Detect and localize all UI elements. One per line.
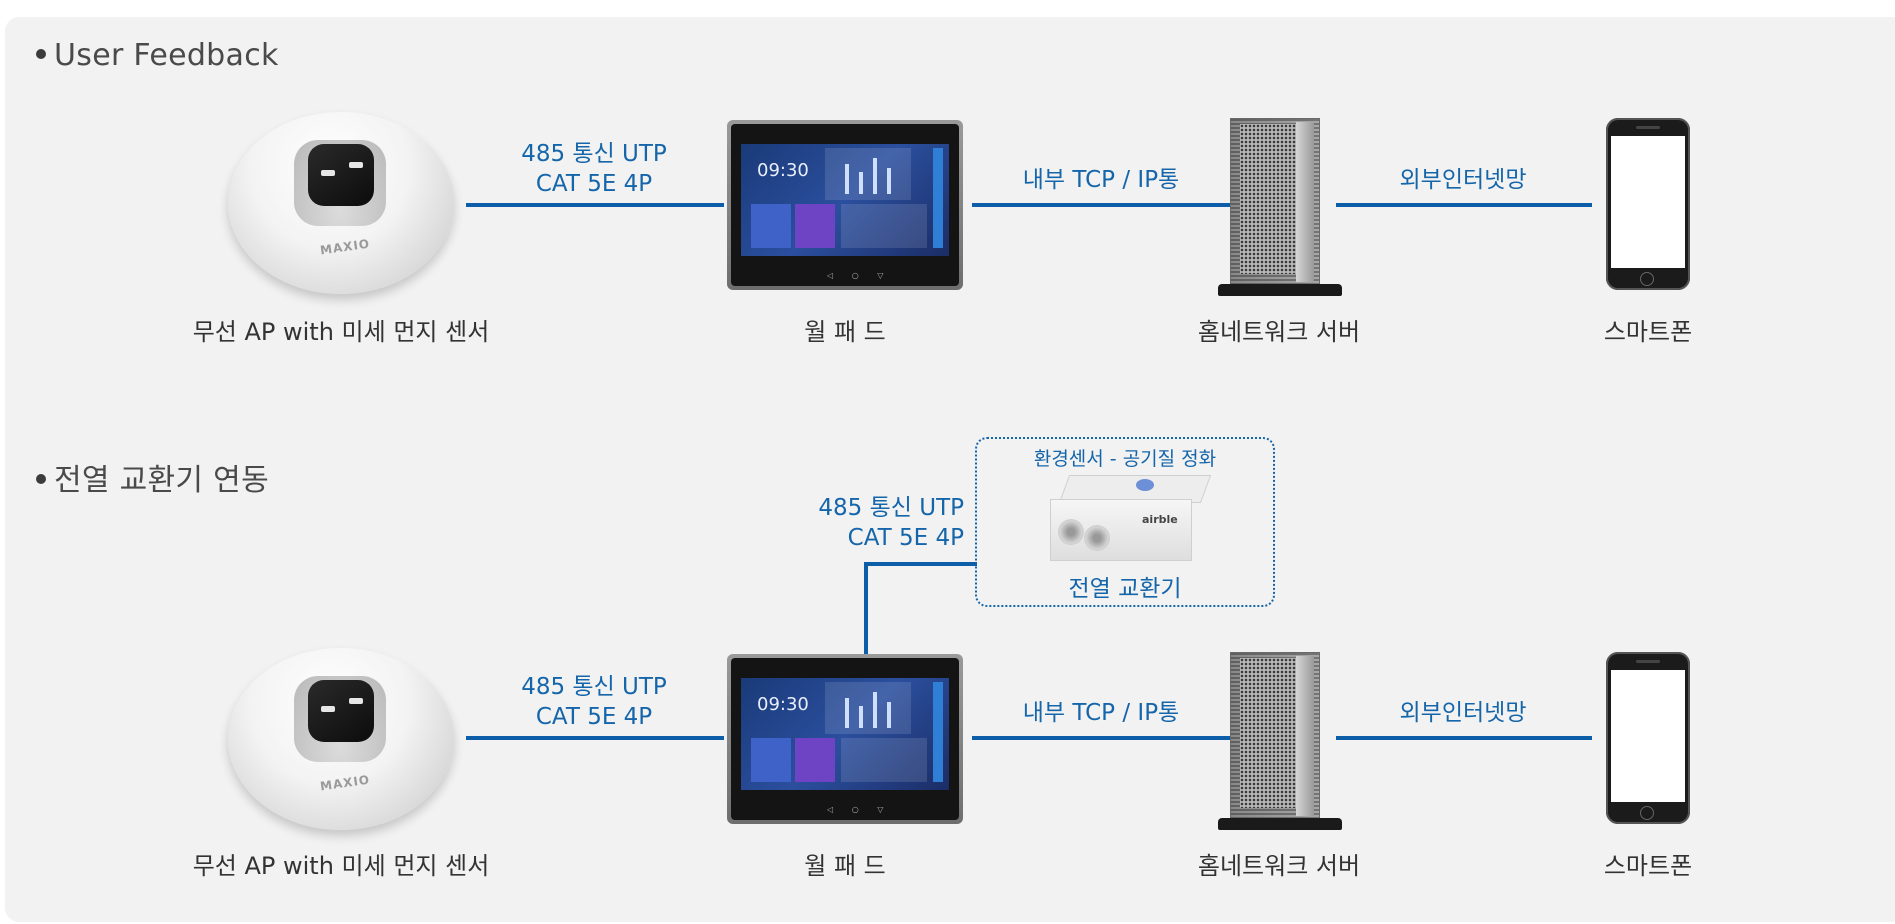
link-label-wallpad-server: 내부 TCP / IP통 — [1022, 700, 1180, 726]
bullet-icon — [36, 48, 46, 59]
server-label: 홈네트워크 서버 — [1197, 318, 1361, 346]
erv-brand-logo: airble — [1142, 513, 1178, 526]
wallpad-clock: 09:30 — [757, 694, 809, 715]
wallpad-device-icon: 09:30 ◁ ○ ▽ — [727, 654, 963, 824]
section-title-erv: 전열 교환기 연동 — [36, 455, 269, 499]
bullet-icon — [36, 473, 46, 484]
link-server-phone — [1336, 736, 1592, 740]
wallpad-label: 월 패 드 — [804, 318, 886, 346]
link-wallpad-erv-vertical — [864, 562, 868, 654]
phone-label: 스마트폰 — [1603, 852, 1693, 880]
link-wallpad-erv-horizontal — [864, 562, 977, 566]
smartphone-device-icon — [1606, 652, 1690, 824]
erv-device-icon: airble — [1050, 475, 1212, 561]
link-server-phone — [1336, 203, 1592, 207]
server-device-icon — [1218, 652, 1342, 832]
link-label-sensor-wallpad: 485 통신 UTP CAT 5E 4P — [521, 141, 667, 197]
link-wallpad-server — [972, 736, 1230, 740]
sensor-device-icon: MAXIO — [228, 648, 458, 833]
phone-label: 스마트폰 — [1603, 318, 1693, 346]
wallpad-label: 월 패 드 — [804, 852, 886, 880]
link-sensor-wallpad — [466, 736, 724, 740]
sensor-label: 무선 AP with 미세 먼지 센서 — [192, 852, 490, 880]
sensor-label: 무선 AP with 미세 먼지 센서 — [192, 318, 490, 346]
link-sensor-wallpad — [466, 203, 724, 207]
wallpad-clock: 09:30 — [757, 160, 809, 181]
sensor-device-icon: MAXIO — [228, 112, 458, 297]
wallpad-device-icon: 09:30 ◁ ○ ▽ — [727, 120, 963, 290]
link-label-wallpad-erv: 485 통신 UTP CAT 5E 4P — [818, 495, 964, 551]
link-label-server-phone: 외부인터넷망 — [1399, 167, 1527, 193]
section-title-user-feedback: User Feedback — [36, 38, 279, 73]
link-label-server-phone: 외부인터넷망 — [1399, 700, 1527, 726]
link-label-wallpad-server: 내부 TCP / IP통 — [1022, 167, 1180, 193]
erv-label: 전열 교환기 — [1068, 576, 1182, 602]
server-label: 홈네트워크 서버 — [1197, 852, 1361, 880]
erv-caption: 환경센서 - 공기질 정화 — [1033, 448, 1217, 470]
server-device-icon — [1218, 118, 1342, 298]
link-label-sensor-wallpad: 485 통신 UTP CAT 5E 4P — [521, 674, 667, 730]
smartphone-device-icon — [1606, 118, 1690, 290]
erv-group-box — [975, 437, 1275, 607]
link-wallpad-server — [972, 203, 1230, 207]
